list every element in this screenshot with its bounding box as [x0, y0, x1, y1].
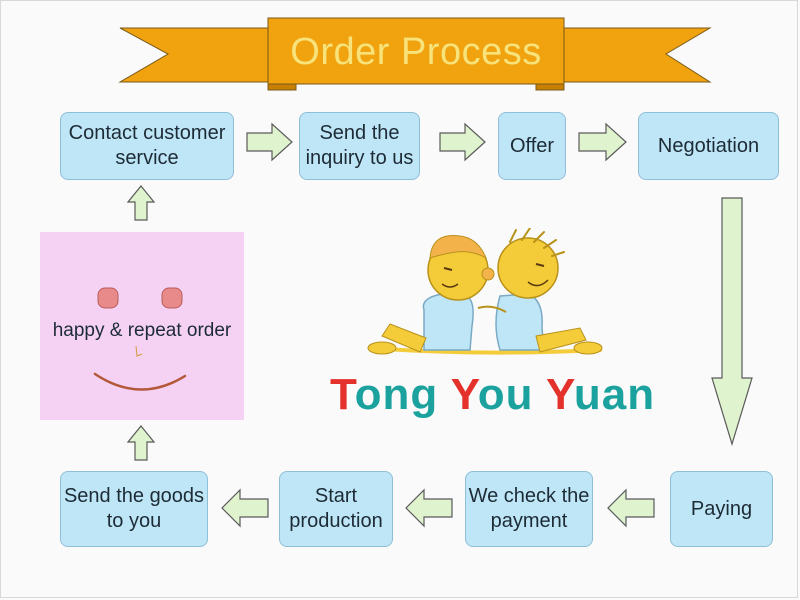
- happy-repeat-order-panel: happy & repeat order: [40, 232, 244, 420]
- brand-segment: ou: [477, 370, 546, 419]
- left-arrow-icon: [607, 488, 655, 528]
- step-check-payment: We check the payment: [465, 471, 593, 547]
- step-offer: Offer: [498, 112, 566, 180]
- brand-segment: uan: [573, 370, 656, 419]
- step-label: We check the payment: [468, 485, 590, 532]
- smiley-face-icon: [93, 287, 187, 391]
- up-arrow-icon: [126, 185, 156, 221]
- brand-logo-text: Tong You Yuan: [330, 370, 654, 422]
- happy-panel-label: happy & repeat order: [52, 320, 232, 341]
- brand-letter: Y: [545, 370, 574, 419]
- step-label: Paying: [690, 497, 753, 520]
- brand-letter: Y: [450, 370, 478, 419]
- step-label: Negotiation: [657, 134, 760, 157]
- right-arrow-icon: [439, 122, 486, 162]
- step-start-production: Start production: [279, 471, 393, 547]
- up-arrow-icon: [126, 425, 156, 461]
- down-arrow-icon: [711, 197, 753, 447]
- right-arrow-icon: [578, 122, 627, 162]
- left-arrow-icon: [405, 488, 453, 528]
- step-send-goods: Send the goods to you: [60, 471, 208, 547]
- brand-letter: T: [330, 370, 355, 419]
- step-label: Start production: [289, 485, 383, 532]
- banner-title: Order Process: [290, 30, 542, 73]
- step-send-inquiry: Send the inquiry to us: [299, 112, 420, 180]
- step-label: Offer: [509, 134, 555, 157]
- banner-ribbon-icon: [118, 17, 712, 91]
- step-paying: Paying: [670, 471, 773, 547]
- left-arrow-icon: [221, 488, 269, 528]
- right-arrow-icon: [246, 122, 293, 162]
- step-negotiation: Negotiation: [638, 112, 779, 180]
- step-label: Send the inquiry to us: [305, 122, 414, 169]
- step-label: Send the goods to you: [63, 485, 205, 532]
- step-contact-customer-service: Contact customer service: [60, 112, 234, 180]
- brand-segment: ong: [354, 370, 451, 419]
- two-kids-sitting-back-to-back-icon: [367, 228, 603, 355]
- step-label: Contact customer service: [68, 122, 226, 169]
